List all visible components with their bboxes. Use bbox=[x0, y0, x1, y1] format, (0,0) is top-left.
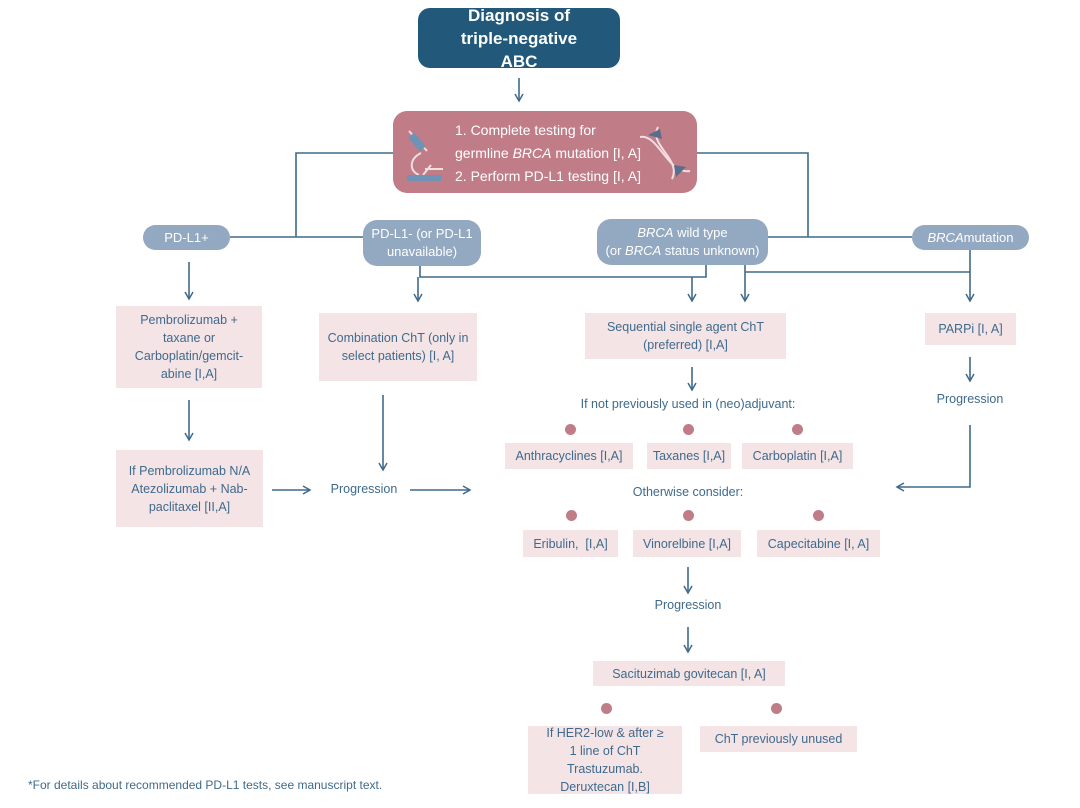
bullet-dot bbox=[565, 424, 576, 435]
testing-step-2: 2. Perform PD-L1 testing [I, A] bbox=[455, 168, 641, 184]
sequential-cht-box: Sequential single agent ChT (preferred) … bbox=[585, 313, 786, 359]
dna-icon bbox=[639, 126, 691, 180]
combination-cht-box: Combination ChT (only in select patients… bbox=[319, 313, 477, 381]
pdl1-positive-pill: PD-L1+ bbox=[143, 225, 230, 250]
bullet-dot bbox=[683, 424, 694, 435]
anthracyclines-box: Anthracyclines [I,A] bbox=[505, 443, 633, 469]
pdl1-negative-pill: PD-L1- (or PD-L1 unavailable) bbox=[363, 220, 481, 266]
atezolizumab-box: If Pembrolizumab N/A Atezolizumab + Nab-… bbox=[116, 450, 263, 527]
bullet-dot bbox=[792, 424, 803, 435]
brca-mutation-pill: BRCA mutation bbox=[912, 225, 1029, 250]
bullet-dot bbox=[566, 510, 577, 521]
bullet-dot bbox=[813, 510, 824, 521]
bullet-dot bbox=[683, 510, 694, 521]
microscope-icon bbox=[407, 130, 443, 181]
vinorelbine-box: Vinorelbine [I,A] bbox=[633, 530, 741, 557]
brca-wild-type-pill: BRCA wild type (or BRCA status unknown) bbox=[597, 219, 768, 265]
progression-right: Progression bbox=[936, 392, 1004, 406]
diagnosis-title: Diagnosis of triple-negative ABC bbox=[460, 5, 578, 71]
trastuzumab-deruxtecan-box: If HER2-low & after ≥ 1 line of ChT Tras… bbox=[528, 726, 682, 794]
sacituzumab-box: Sacituzimab govitecan [I, A] bbox=[593, 661, 785, 686]
progression-middle: Progression bbox=[654, 598, 722, 612]
parpi-box: PARPi [I, A] bbox=[925, 313, 1016, 345]
connector bbox=[697, 152, 809, 237]
bullet-dot bbox=[601, 703, 612, 714]
capecitabine-box: Capecitabine [I, A] bbox=[757, 530, 880, 557]
bullet-dot bbox=[771, 703, 782, 714]
eribulin-box: Eribulin, [I,A] bbox=[523, 530, 618, 557]
progression-left: Progression bbox=[330, 482, 398, 496]
diagnosis-title-box: Diagnosis of triple-negative ABC bbox=[418, 6, 620, 71]
testing-step-1: 1. Complete testing for bbox=[455, 122, 596, 138]
cht-unused-box: ChT previously unused bbox=[700, 726, 857, 752]
testing-step-1-cont: germline BRCA mutation [I, A] bbox=[455, 145, 641, 161]
pembrolizumab-box: Pembrolizumab + taxane or Carboplatin/ge… bbox=[116, 306, 262, 388]
footnote: *For details about recommended PD-L1 tes… bbox=[28, 778, 383, 792]
testing-box: 1. Complete testing for germline BRCA mu… bbox=[393, 111, 697, 193]
arrow bbox=[895, 425, 971, 492]
not-previously-label: If not previously used in (neo)adjuvant: bbox=[580, 397, 796, 411]
connector bbox=[295, 152, 393, 237]
carboplatin-box: Carboplatin [I,A] bbox=[742, 443, 853, 469]
otherwise-label: Otherwise consider: bbox=[632, 485, 744, 499]
taxanes-box: Taxanes [I,A] bbox=[647, 443, 731, 469]
connector bbox=[419, 265, 707, 278]
